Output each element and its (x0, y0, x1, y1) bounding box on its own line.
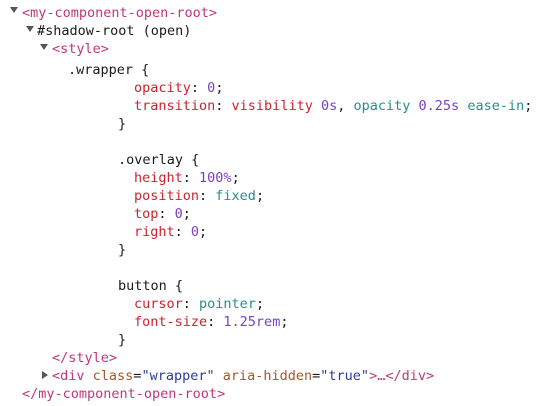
css-property: height (134, 170, 183, 186)
css-property: cursor (134, 296, 183, 312)
css-declaration: height: 100%; (134, 170, 240, 186)
shadow-root-label[interactable]: #shadow-root (open) (37, 23, 192, 39)
collapsed-ellipsis[interactable]: >… (369, 368, 386, 384)
css-property: position (134, 188, 200, 204)
css-value: 0 (190, 224, 200, 240)
css-value: fixed (215, 188, 256, 204)
attr-name: class (92, 368, 134, 384)
twisty-open-icon[interactable] (40, 44, 48, 50)
css-property: top (134, 206, 159, 222)
host-close-tag[interactable]: </my-component-open-root> (22, 386, 226, 402)
div-close-tag: </div> (385, 368, 435, 384)
host-open-tag[interactable]: <my-component-open-root> (22, 5, 218, 21)
css-rule-close: } (118, 116, 127, 132)
css-declaration: font-size: 1.25rem; (134, 314, 289, 330)
css-declaration: transition: visibility 0s, opacity 0.25s… (134, 98, 533, 114)
style-open-tag[interactable]: <style> (52, 41, 109, 57)
css-value: 0 (174, 206, 183, 222)
css-value: 100% (199, 170, 232, 186)
css-declaration: position: fixed; (134, 188, 265, 204)
css-declaration: right: 0; (134, 224, 208, 240)
attr-value: "wrapper" (141, 368, 215, 384)
css-rule-close: } (118, 242, 127, 258)
css-value: 1.25rem (223, 314, 281, 330)
css-rule-close: } (118, 332, 127, 348)
twisty-closed-icon[interactable] (42, 371, 48, 379)
div-wrapper-node[interactable]: <div class="wrapper" aria-hidden="true">… (52, 368, 435, 384)
css-declaration: cursor: pointer; (134, 296, 265, 312)
css-selector-wrapper: .wrapper { (68, 62, 150, 78)
css-value-visibility: visibility (231, 98, 313, 114)
css-property: font-size (134, 314, 208, 330)
css-property: transition (134, 98, 216, 114)
attr-value: "true" (320, 368, 370, 384)
css-property: opacity (134, 80, 191, 96)
css-selector-button: button { (118, 278, 184, 294)
css-value: pointer (199, 296, 256, 312)
style-close-tag[interactable]: </style> (52, 350, 118, 366)
css-property: right (134, 224, 175, 240)
css-value: 0 (207, 80, 216, 96)
css-declaration: top: 0; (134, 206, 191, 222)
twisty-open-icon[interactable] (10, 7, 18, 13)
twisty-open-icon[interactable] (26, 26, 34, 32)
css-declaration: opacity: 0; (134, 80, 224, 96)
attr-name: aria-hidden (222, 368, 313, 384)
css-selector-overlay: .overlay { (118, 152, 200, 168)
div-open-tag: <div (52, 368, 85, 384)
